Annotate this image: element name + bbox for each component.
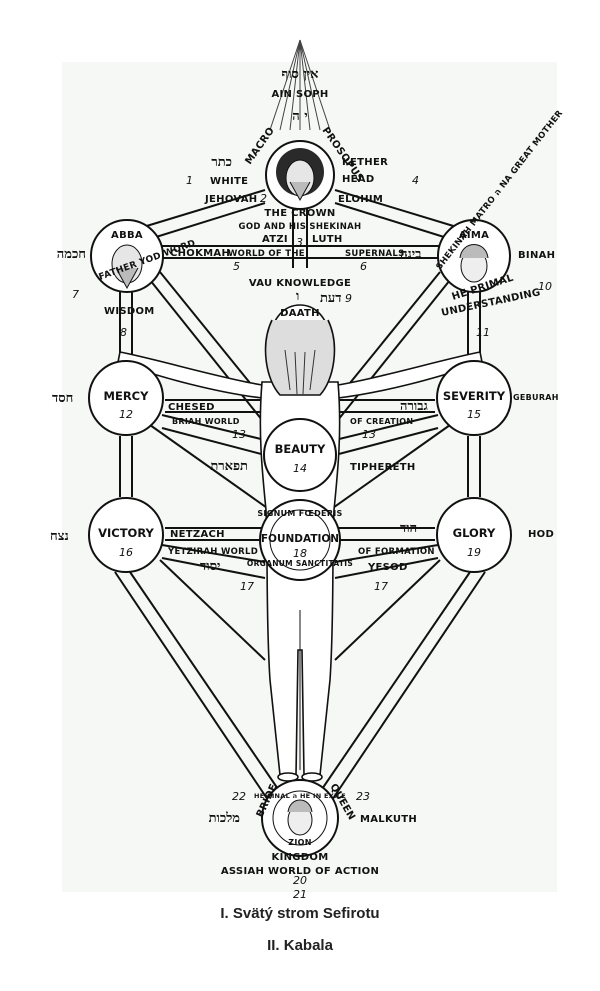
kether-label: KETHER (342, 157, 388, 168)
hod-hebrew: הוד (400, 521, 417, 536)
sephirah-malkuth (261, 779, 339, 857)
luth-label: LUTH (312, 234, 343, 245)
sephirah-binah-aima (437, 219, 511, 293)
sephirah-glory-circle (436, 497, 512, 573)
mercy-number: 12 (119, 408, 133, 421)
daath-label: DAATH (280, 308, 320, 319)
num-20: 20 (293, 874, 307, 887)
tiphereth-hebrew: תפארת (210, 459, 248, 474)
of-creation-label: OF CREATION (350, 417, 413, 426)
binah-label: BINAH (518, 250, 555, 261)
sephirah-mercy-circle (88, 360, 164, 436)
num-8: 8 (120, 326, 127, 339)
num-11: 11 (476, 326, 490, 339)
daath-hebrew: דעת (320, 291, 342, 306)
vau-letter-hebrew: ו (296, 289, 299, 304)
num-10: 10 (538, 280, 552, 293)
jehovah-label: JEHOVAH (204, 194, 257, 205)
sephirah-kether (265, 140, 335, 210)
divine-rays (269, 39, 331, 131)
hod-label: HOD (528, 529, 554, 540)
vau-knowledge-label: VAU KNOWLEDGE (249, 278, 351, 289)
num-23: 23 (356, 790, 370, 803)
he-final-label: HE FINAL ה HE IN EXILE (254, 792, 346, 800)
supernals-label: SUPERNALS. (345, 249, 408, 259)
white-label: WHITE (210, 176, 248, 187)
atzi-label: ATZI (262, 234, 288, 245)
god-and-shekinah-label: GOD AND HIS SHEKINAH (239, 222, 362, 232)
chokmah-hebrew: חכמה (57, 247, 86, 262)
foundation-label: FOUNDATION (261, 533, 339, 545)
severity-number: 15 (467, 408, 481, 421)
num-7: 7 (72, 288, 79, 301)
yetzirah-world-label: YETZIRAH WORLD (167, 547, 258, 557)
kether-hebrew: כתר (211, 155, 232, 170)
foundation-number: 18 (293, 547, 307, 560)
num-3: 3 (296, 236, 303, 249)
chesed-label: CHESED (168, 402, 215, 413)
assiah-world-label: ASSIAH WORLD OF ACTION (221, 866, 379, 877)
mercy-label: MERCY (104, 389, 150, 403)
num-2: 2 (260, 192, 267, 205)
sephirah-severity-circle (436, 360, 512, 436)
briah-world-label: BRIAH WORLD (172, 417, 240, 426)
binah-hebrew: בינה (400, 247, 421, 262)
sephirah-beauty-circle (263, 418, 337, 492)
geburah-label: GEBURAH (513, 393, 559, 402)
victory-label: VICTORY (98, 526, 154, 540)
sephirah-foundation (259, 499, 341, 581)
victory-number: 16 (119, 546, 133, 559)
beauty-label: BEAUTY (275, 442, 326, 456)
num-17-right: 17 (374, 580, 388, 593)
caption-line-1: I. Svätý strom Sefirotu (220, 905, 380, 922)
tiphereth-label: TIPHERETH (350, 462, 416, 473)
head-label: HEAD (342, 174, 374, 185)
num-22: 22 (232, 790, 246, 803)
zion-label: ZION (288, 838, 311, 847)
netzach-label: NETZACH (170, 529, 225, 540)
num-5: 5 (233, 260, 240, 273)
sephirah-chokmah-abba (90, 219, 164, 293)
kingdom-label: KINGDOM (272, 852, 329, 863)
world-of-the-label: WORLD OF THE (228, 249, 305, 259)
num-21: 21 (293, 888, 307, 901)
beauty-number: 14 (293, 462, 307, 475)
chokmah-label: CHOKMAH (170, 248, 230, 259)
tree-paths (114, 189, 486, 801)
severity-label: SEVERITY (443, 389, 506, 403)
yesod-hebrew: יסוד (200, 559, 220, 574)
yesod-label: YESOD (367, 562, 408, 573)
wisdom-label: WISDOM (104, 306, 155, 317)
elohim-label: ELOHIM (338, 194, 383, 205)
num-13-left: 13 (232, 428, 246, 441)
signum-foederis-label: SIGNUM FŒDERIS (257, 509, 342, 518)
abba-label: ABBA (111, 230, 143, 241)
num-9: 9 (345, 292, 352, 305)
num-1: 1 (186, 174, 193, 187)
netzach-hebrew: נצח (50, 529, 69, 544)
num-13-right: 13 (362, 428, 376, 441)
ain-soph-hebrew: אין סוף (281, 67, 318, 82)
malkuth-hebrew: מלכות (209, 811, 241, 826)
ain-soph-label: AIN SOPH (271, 89, 328, 100)
num-4: 4 (412, 174, 419, 187)
the-crown-label: THE CROWN (264, 208, 335, 219)
glory-number: 19 (467, 546, 481, 559)
malkuth-label: MALKUTH (360, 814, 417, 825)
yod-he-hebrew: י ה (292, 109, 307, 124)
num-6: 6 (360, 260, 367, 273)
organum-sanctitatis-label: ORGANUM SANCTITATIS (247, 559, 353, 568)
of-formation-label: OF FORMATION (358, 547, 435, 557)
num-17-left: 17 (240, 580, 254, 593)
chesed-hebrew: חסד (52, 391, 73, 406)
aima-label: AIMA (459, 230, 489, 241)
glory-label: GLORY (453, 526, 496, 540)
geburah-hebrew: גבורה (400, 399, 428, 414)
sephirah-victory-circle (88, 497, 164, 573)
caption-line-2: II. Kabala (267, 937, 333, 954)
